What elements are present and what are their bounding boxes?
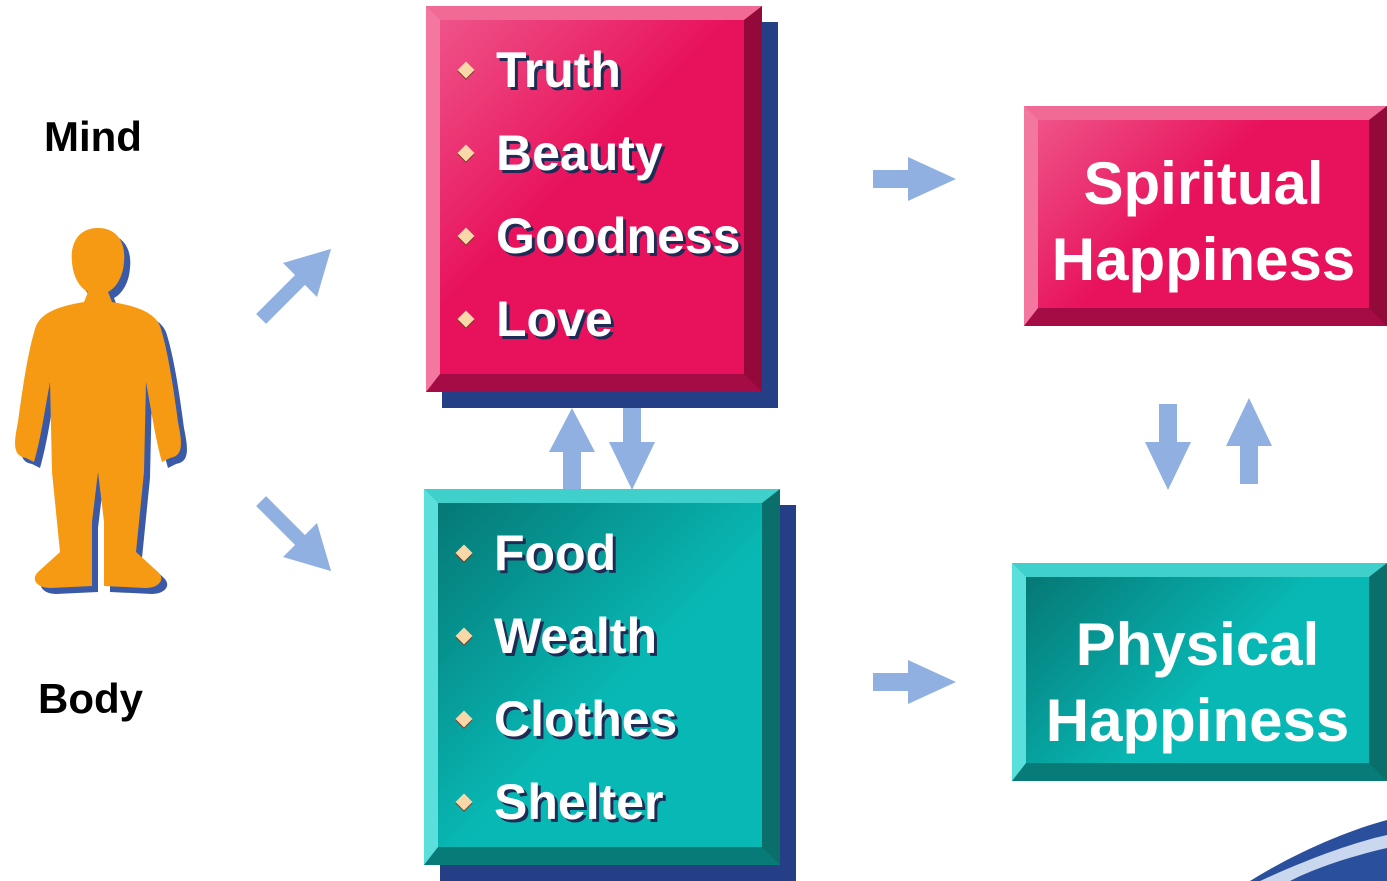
diamond-bullet-icon bbox=[455, 627, 473, 644]
physical-happiness-box: Physical Happiness bbox=[1012, 563, 1387, 781]
arrow-down-right-column-icon bbox=[1145, 404, 1191, 490]
arrow-up-right-icon bbox=[256, 248, 332, 324]
mind-values-box: Truth Beauty Goodness Love bbox=[426, 6, 778, 408]
diamond-bullet-icon bbox=[457, 61, 475, 78]
list-item: Goodness bbox=[454, 194, 740, 277]
diamond-bullet-icon bbox=[455, 544, 473, 561]
list-item: Truth bbox=[454, 28, 740, 111]
diamond-bullet-icon bbox=[457, 144, 475, 161]
arrow-up-right-column-icon bbox=[1226, 398, 1272, 484]
diamond-bullet-icon bbox=[455, 710, 473, 727]
list-item: Clothes bbox=[452, 677, 677, 760]
list-item: Shelter bbox=[452, 760, 677, 843]
diamond-bullet-icon bbox=[457, 227, 475, 244]
spiritual-title-line1: Spiritual bbox=[1083, 150, 1324, 217]
physical-title-line2: Happiness bbox=[1045, 687, 1350, 754]
physical-title-line1: Physical bbox=[1075, 611, 1320, 678]
list-item: Food bbox=[452, 511, 677, 594]
person-figure bbox=[15, 228, 187, 594]
spiritual-title-line2: Happiness bbox=[1051, 226, 1356, 293]
arrow-right-bottom-icon bbox=[873, 660, 956, 704]
diamond-bullet-icon bbox=[455, 793, 473, 810]
arrow-right-top-icon bbox=[873, 157, 956, 201]
spiritual-happiness-box: Spiritual Happiness bbox=[1024, 106, 1387, 326]
list-item: Wealth bbox=[452, 594, 677, 677]
list-item: Love bbox=[454, 277, 740, 360]
arrow-down-middle-icon bbox=[609, 404, 655, 490]
body-needs-box: Food Wealth Clothes Shelter bbox=[424, 489, 796, 881]
mind-label: Mind bbox=[44, 113, 142, 160]
list-item: Beauty bbox=[454, 111, 740, 194]
arrow-up-middle-icon bbox=[549, 408, 595, 490]
arrow-down-right-icon bbox=[256, 496, 332, 572]
body-label: Body bbox=[38, 675, 143, 722]
diamond-bullet-icon bbox=[457, 310, 475, 327]
corner-swoosh bbox=[1250, 820, 1387, 881]
